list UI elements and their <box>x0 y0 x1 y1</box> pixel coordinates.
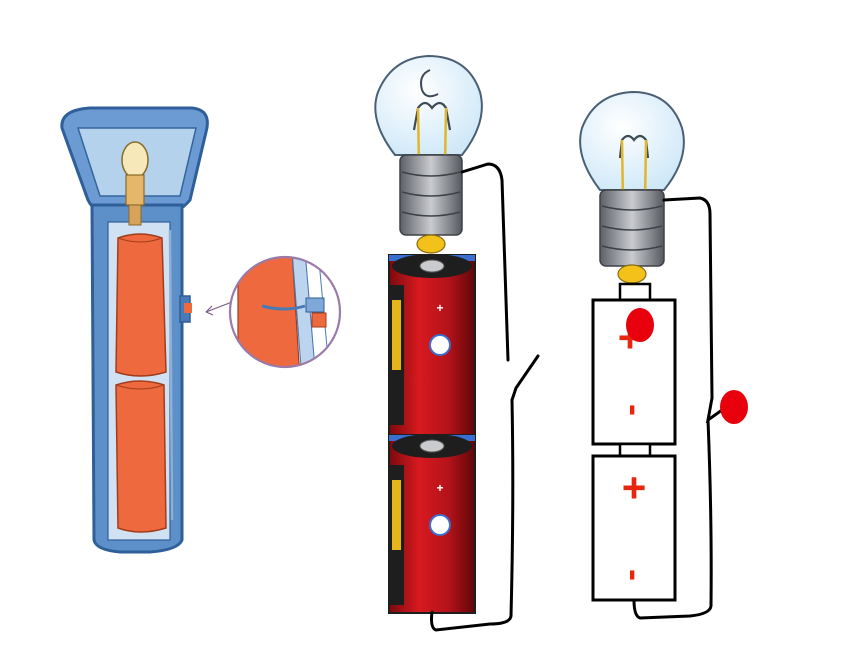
flashlight-battery-lower <box>115 380 167 533</box>
lower-cell-plus-sign: + <box>622 464 647 511</box>
schematic-cell-lower: + - <box>591 442 677 602</box>
svg-text:+: + <box>436 481 443 495</box>
pointer-arrow <box>205 301 233 313</box>
terminal-dot-switch <box>720 390 748 424</box>
terminal-dot-cell <box>626 308 654 342</box>
bulb-base <box>399 154 463 236</box>
flashlight-bulb <box>121 141 149 226</box>
wire-schematic-bottom <box>632 418 713 620</box>
schematic-bulb-glass <box>579 90 685 191</box>
lower-cell-minus-sign: - <box>615 569 656 581</box>
svg-text:+: + <box>436 301 443 315</box>
wire-middle-top <box>460 162 510 362</box>
upper-cell-minus-sign: - <box>615 404 656 416</box>
flashlight-cutaway-icon <box>60 106 209 554</box>
bulb-contact <box>416 234 446 254</box>
switch-detail-magnifier-icon <box>228 255 342 369</box>
switch-schematic-open <box>705 396 724 424</box>
switch-middle-open <box>510 354 540 402</box>
wire-middle-bottom <box>430 398 515 632</box>
flashlight-battery-upper <box>115 233 167 377</box>
light-bulb-icon <box>579 90 685 284</box>
d-cell-battery-icon: + + <box>388 254 476 614</box>
schematic-cell-upper: + - <box>591 282 677 446</box>
wire-schematic-top <box>662 196 714 400</box>
light-bulb-icon <box>374 54 483 254</box>
